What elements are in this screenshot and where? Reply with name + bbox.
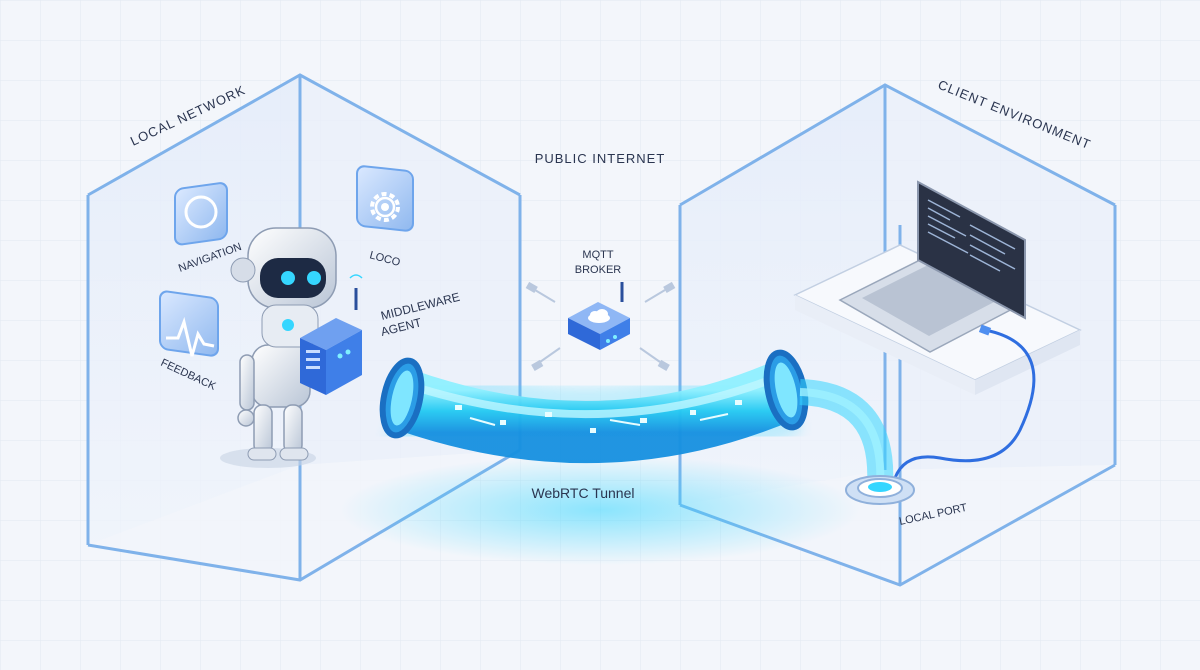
cloud-icon [588,309,610,323]
mqtt-label-2: BROKER [575,264,622,276]
laptop-icon [838,180,1026,353]
loco-module [356,165,414,232]
mqtt-data-arrows [525,281,676,371]
router-icon [568,282,630,350]
laptop-code-lines [927,199,1016,272]
local-port [845,475,915,505]
tunnel-data-packets [455,400,742,433]
tunnel-floor-glow [340,455,860,565]
navigation-module [174,182,228,246]
webrtc-tunnel [379,348,809,478]
webrtc-tunnel-label: WebRTC Tunnel [532,485,635,501]
public-internet-label: PUBLIC INTERNET [535,151,666,166]
middleware-agent-device [300,274,363,395]
compass-icon [184,195,218,229]
gear-icon [370,192,400,222]
mqtt-label-1: MQTT [582,249,613,261]
pulse-icon [166,316,215,357]
tunnel-to-port-flow [799,379,894,486]
ethernet-cable [893,328,1036,479]
feedback-module [159,290,219,357]
